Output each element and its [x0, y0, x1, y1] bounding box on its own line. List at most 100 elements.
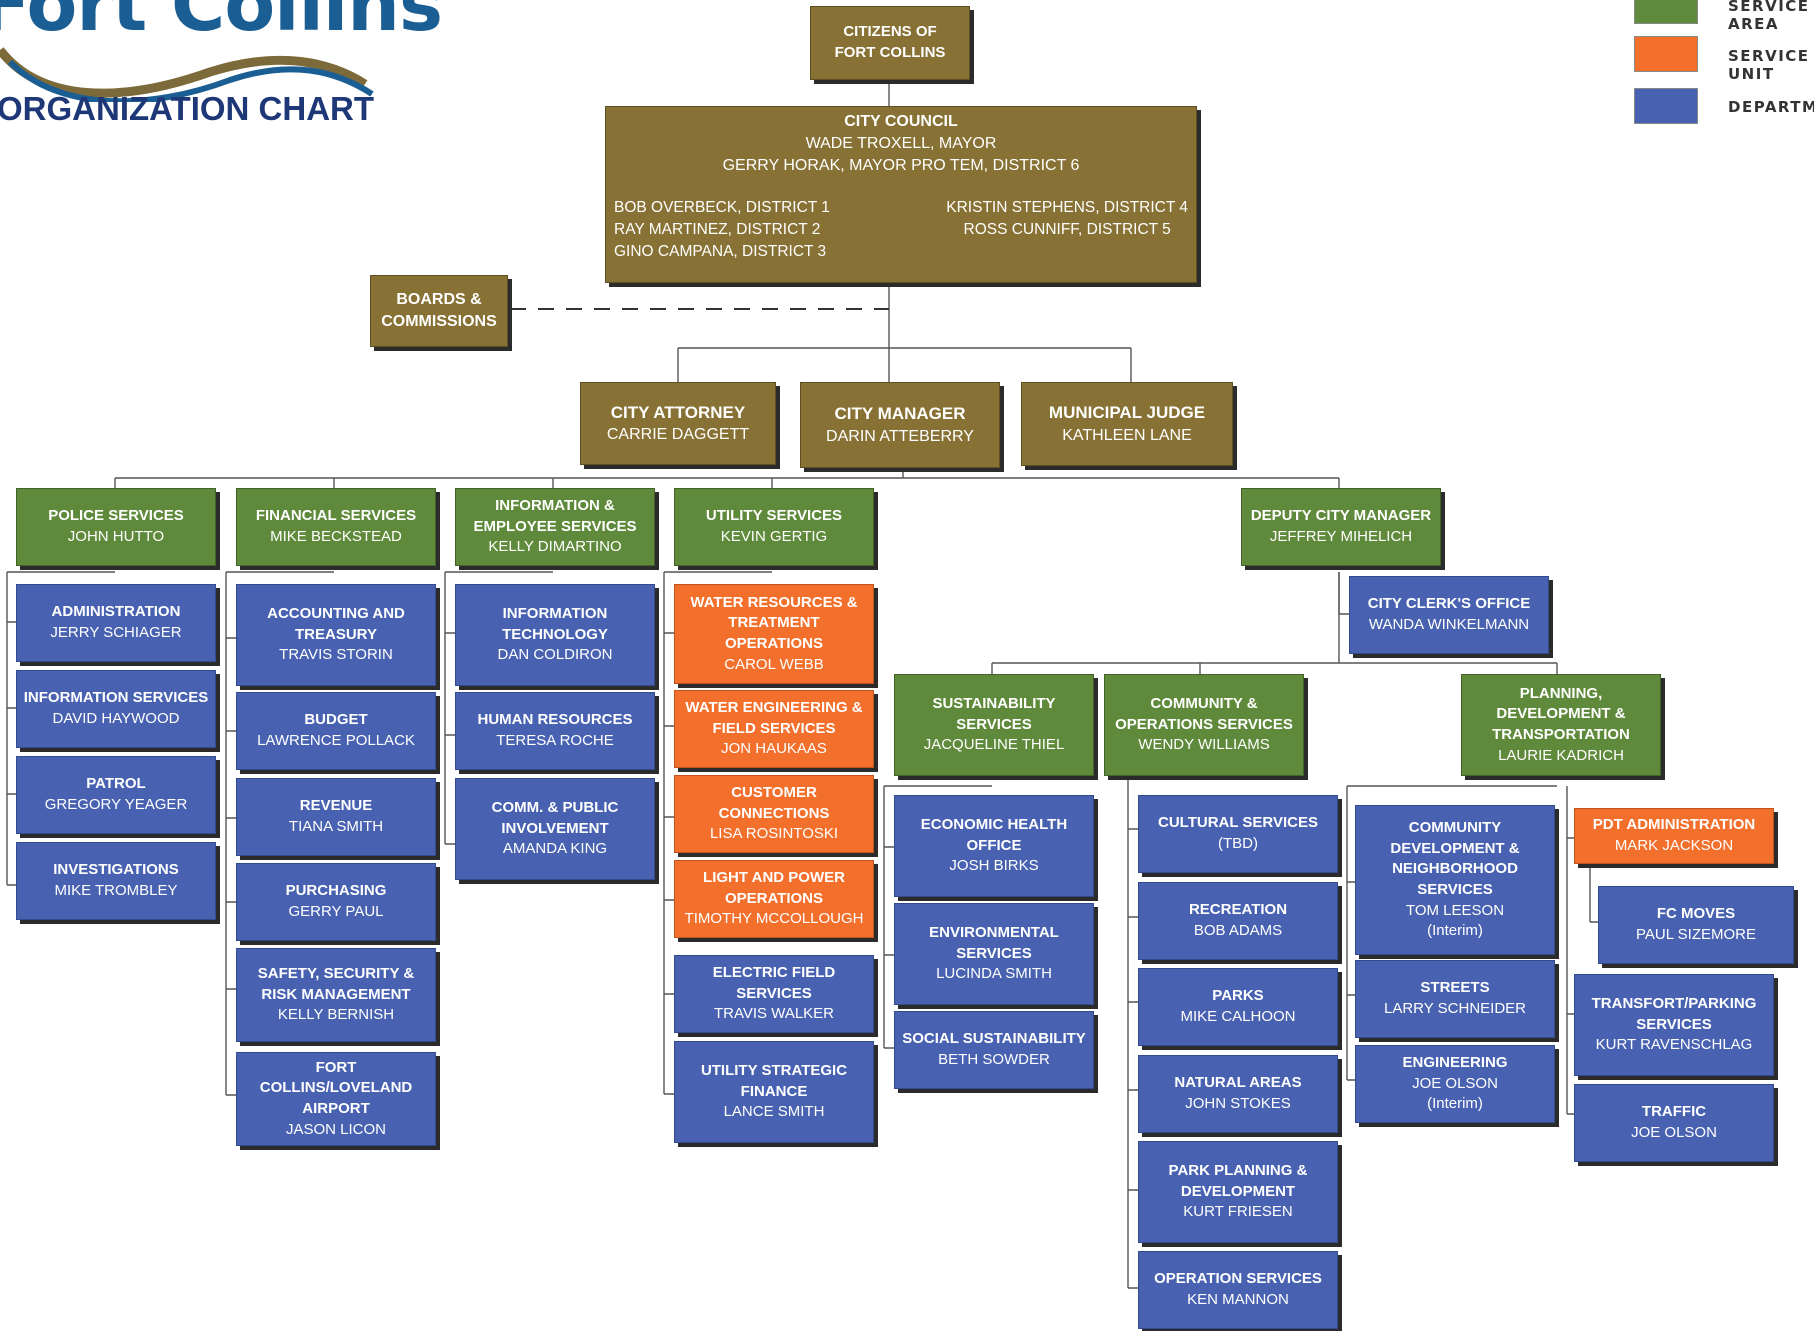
area-financial-name: MIKE BECKSTEAD	[270, 528, 402, 545]
boards-commissions-box: BOARDS & COMMISSIONS	[370, 275, 508, 347]
dept-investigations-name: MIKE TROMBLEY	[54, 882, 178, 899]
dept-traffic: TRAFFIC JOE OLSON	[1574, 1084, 1774, 1162]
unit-light-power: LIGHT AND POWER OPERATIONS TIMOTHY MCCOL…	[674, 860, 874, 938]
area-financial: FINANCIAL SERVICES MIKE BECKSTEAD	[236, 488, 436, 566]
dept-safety-title: SAFETY, SECURITY & RISK MANAGEMENT	[257, 964, 415, 1003]
area-financial-title: FINANCIAL SERVICES	[255, 507, 417, 525]
dept-park-planning: PARK PLANNING & DEVELOPMENT KURT FRIESEN	[1138, 1141, 1338, 1243]
dept-community-development: COMMUNITY DEVELOPMENT & NEIGHBORHOOD SER…	[1355, 805, 1555, 955]
legend-label-service-area: SERVICE AREA	[1728, 0, 1810, 33]
dept-operation-name: KEN MANNON	[1187, 1291, 1289, 1308]
dept-hr-title: HUMAN RESOURCES	[477, 711, 633, 729]
dept-patrol-title: PATROL	[86, 775, 146, 793]
dept-safety-name: KELLY BERNISH	[277, 1006, 395, 1024]
dept-airport-title: FORT COLLINS/LOVELAND AIRPORT	[259, 1058, 413, 1117]
dept-patrol-name: GREGORY YEAGER	[44, 796, 188, 813]
dept-streets-name: LARRY SCHNEIDER	[1384, 1000, 1526, 1017]
area-community-name: WENDY WILLIAMS	[1138, 736, 1270, 754]
unit-water-resources-name: CAROL WEBB	[724, 655, 824, 673]
area-utility: UTILITY SERVICES KEVIN GERTIG	[674, 488, 874, 566]
dept-transfort-parking: TRANSFORT/PARKING SERVICES KURT RAVENSCH…	[1574, 974, 1774, 1076]
dept-hr: HUMAN RESOURCES TERESA ROCHE	[455, 692, 655, 770]
dept-it: INFORMATION TECHNOLOGY DAN COLDIRON	[455, 584, 655, 686]
dept-electric-title: ELECTRIC FIELD SERVICES	[712, 963, 836, 1002]
dept-parks: PARKS MIKE CALHOON	[1138, 968, 1338, 1046]
dept-purchasing: PURCHASING GERRY PAUL	[236, 863, 436, 941]
dept-city-clerk-name: WANDA WINKELMANN	[1368, 616, 1530, 633]
dept-cultural-title: CULTURAL SERVICES	[1157, 814, 1319, 832]
municipal-judge-box: MUNICIPAL JUDGE KATHLEEN LANE	[1021, 382, 1233, 466]
dept-parks-name: MIKE CALHOON	[1180, 1008, 1296, 1025]
legend-label-service-unit: SERVICE UNIT	[1728, 47, 1810, 83]
dept-operation-services: OPERATION SERVICES KEN MANNON	[1138, 1251, 1338, 1329]
city-manager-box: CITY MANAGER DARIN ATTEBERRY	[800, 382, 1000, 468]
area-info-employee-name: KELLY DIMARTINO	[488, 538, 622, 556]
dept-purchasing-title: PURCHASING	[285, 882, 387, 900]
council-district-5: ROSS CUNNIFF, DISTRICT 5	[963, 220, 1171, 238]
dept-park-planning-title: PARK PLANNING & DEVELOPMENT	[1168, 1161, 1308, 1200]
council-title: CITY COUNCIL	[844, 113, 958, 130]
area-info-employee: INFORMATION & EMPLOYEE SERVICES KELLY DI…	[455, 488, 655, 566]
dept-comm-name: AMANDA KING	[502, 840, 608, 858]
area-police: POLICE SERVICES JOHN HUTTO	[16, 488, 216, 566]
area-sustainability-name: JACQUELINE THIEL	[923, 736, 1065, 754]
council-right-column: KRISTIN STEPHENS, DISTRICT 4 ROSS CUNNIF…	[946, 197, 1188, 262]
city-manager-title: CITY MANAGER	[834, 404, 966, 424]
unit-water-engineering-name: JON HAUKAAS	[721, 740, 827, 758]
dept-economic-health-name: JOSH BIRKS	[949, 857, 1039, 875]
dept-park-planning-name: KURT FRIESEN	[1183, 1203, 1293, 1221]
dept-electric-name: TRAVIS WALKER	[713, 1005, 835, 1023]
dept-utility-finance-name: LANCE SMITH	[723, 1103, 825, 1121]
dept-streets-title: STREETS	[1420, 979, 1490, 997]
council-district-3: GINO CAMPANA, DISTRICT 3	[614, 242, 827, 260]
dept-budget: BUDGET LAWRENCE POLLACK	[236, 692, 436, 770]
dept-revenue: REVENUE TIANA SMITH	[236, 778, 436, 856]
dept-engineering-name: JOE OLSON	[1412, 1074, 1498, 1092]
dept-budget-title: BUDGET	[304, 711, 368, 729]
council-district-1: BOB OVERBECK, DISTRICT 1	[614, 199, 830, 217]
unit-customer-name: LISA ROSINTOSKI	[709, 825, 839, 843]
dept-information-services-name: DAVID HAYWOOD	[52, 710, 180, 727]
unit-pdt-admin-title: PDT ADMINISTRATION	[1592, 816, 1756, 834]
unit-water-resources: WATER RESOURCES & TREATMENT OPERATIONS C…	[674, 584, 874, 684]
dept-fc-moves-name: PAUL SIZEMORE	[1635, 926, 1757, 943]
city-attorney-box: CITY ATTORNEY CARRIE DAGGETT	[580, 382, 776, 465]
city-council-box: CITY COUNCIL WADE TROXELL, MAYOR GERRY H…	[605, 106, 1197, 283]
council-mayor: WADE TROXELL, MAYOR	[805, 135, 997, 153]
unit-light-power-name: TIMOTHY MCCOLLOUGH	[684, 910, 864, 928]
brand-wordmark: Fort Collins	[0, 0, 443, 48]
dept-investigations-title: INVESTIGATIONS	[53, 861, 179, 879]
dept-cultural-name: (TBD)	[1218, 835, 1258, 852]
dept-airport-name: JASON LICON	[285, 1120, 387, 1138]
dept-utility-finance-title: UTILITY STRATEGIC FINANCE	[700, 1061, 848, 1100]
legend-label-department: DEPARTMENT	[1728, 98, 1814, 116]
unit-customer-title: CUSTOMER CONNECTIONS	[718, 783, 830, 822]
unit-customer-connections: CUSTOMER CONNECTIONS LISA ROSINTOSKI	[674, 775, 874, 853]
area-planning-development: PLANNING, DEVELOPMENT & TRANSPORTATION L…	[1461, 674, 1661, 776]
dept-accounting-title: ACCOUNTING AND TREASURY	[267, 604, 405, 643]
municipal-judge-name: KATHLEEN LANE	[1062, 426, 1192, 444]
page-title: ORGANIZATION CHART	[0, 90, 375, 127]
area-utility-name: KEVIN GERTIG	[720, 528, 828, 545]
dept-revenue-name: TIANA SMITH	[288, 818, 384, 835]
dept-transfort-name: KURT RAVENSCHLAG	[1595, 1036, 1753, 1054]
dept-traffic-name: JOE OLSON	[1631, 1124, 1717, 1141]
dept-fc-moves-title: FC MOVES	[1656, 905, 1736, 923]
dept-natural-areas: NATURAL AREAS JOHN STOKES	[1138, 1055, 1338, 1133]
dept-administration-title: ADMINISTRATION	[51, 603, 181, 621]
council-left-column: BOB OVERBECK, DISTRICT 1 RAY MARTINEZ, D…	[614, 197, 830, 262]
dept-information-services: INFORMATION SERVICES DAVID HAYWOOD	[16, 670, 216, 748]
dept-cdns-title: COMMUNITY DEVELOPMENT & NEIGHBORHOOD SER…	[1390, 818, 1520, 898]
dept-administration: ADMINISTRATION JERRY SCHIAGER	[16, 584, 216, 662]
dept-accounting-name: TRAVIS STORIN	[279, 646, 393, 664]
dept-natural-title: NATURAL AREAS	[1174, 1074, 1302, 1092]
area-police-name: JOHN HUTTO	[67, 528, 165, 545]
city-manager-name: DARIN ATTEBERRY	[826, 427, 974, 445]
legend-swatch-service-area	[1634, 0, 1698, 24]
dept-economic-health: ECONOMIC HEALTH OFFICE JOSH BIRKS	[894, 795, 1094, 897]
dept-airport: FORT COLLINS/LOVELAND AIRPORT JASON LICO…	[236, 1052, 436, 1146]
area-sustainability: SUSTAINABILITY SERVICES JACQUELINE THIEL	[894, 674, 1094, 776]
dept-information-services-title: INFORMATION SERVICES	[23, 689, 209, 707]
dept-parks-title: PARKS	[1212, 987, 1264, 1005]
dept-streets: STREETS LARRY SCHNEIDER	[1355, 960, 1555, 1038]
